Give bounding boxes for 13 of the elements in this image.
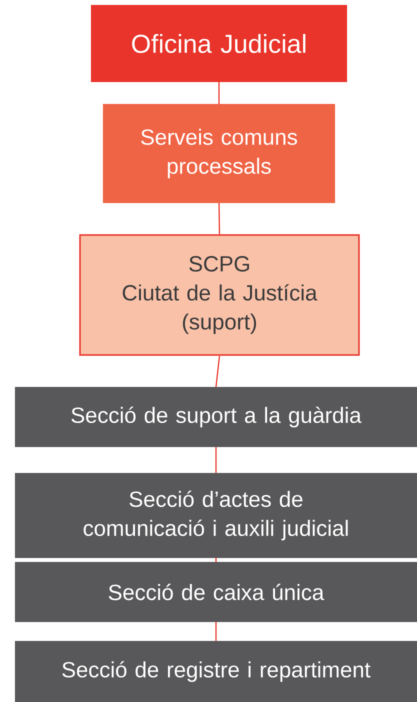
section-box: Secció de registre i repartiment <box>14 640 417 702</box>
connector-line <box>218 203 220 234</box>
connector-line <box>215 356 220 388</box>
process-box: SCPG Ciutat de la Justícia (suport) <box>79 234 360 356</box>
connector-line <box>215 558 217 562</box>
connector-line <box>215 447 217 473</box>
title-box: Oficina Judicial <box>90 4 348 82</box>
connector-line <box>215 622 217 641</box>
section-box: Secció de caixa única <box>14 562 417 622</box>
process-box: Serveis comuns processals <box>102 104 336 204</box>
section-box: Secció de suport a la guàrdia <box>14 386 417 448</box>
connector-line <box>218 82 220 104</box>
section-box: Secció d’actes de comunicació i auxili judicial <box>14 472 417 558</box>
